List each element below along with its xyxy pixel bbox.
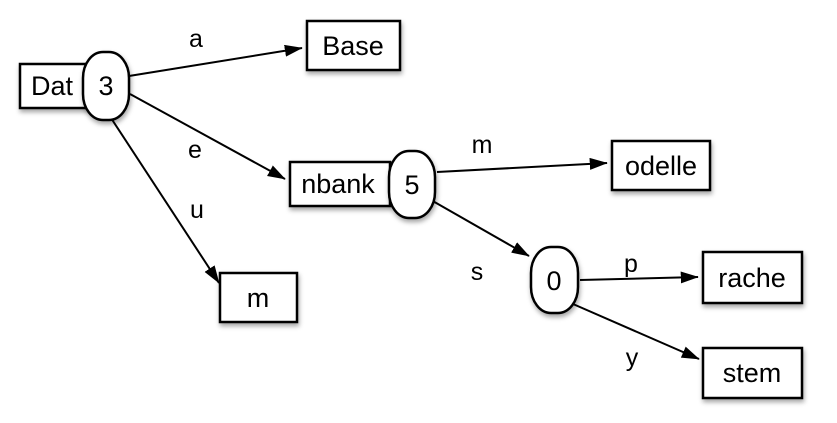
node-snode-id: 0 — [546, 266, 561, 296]
node-base-box — [305, 19, 402, 72]
edge-p: p — [579, 250, 699, 284]
edge-e-label: e — [188, 136, 202, 164]
edge-s-arrow — [430, 199, 530, 257]
edge-m-arrow — [436, 157, 608, 173]
edge-s: s — [430, 199, 530, 286]
node-stem: stem — [701, 346, 804, 400]
node-odelle-box — [610, 139, 712, 192]
node-snode: 0 — [529, 245, 580, 315]
node-nbank-box-label: nbank — [301, 169, 375, 199]
node-um: m — [218, 271, 299, 324]
node-root-box-label: Dat — [31, 71, 74, 101]
node-root: Dat 3 — [18, 50, 131, 122]
node-root-ellipse — [81, 50, 131, 122]
node-base: Base — [305, 19, 402, 72]
edge-y: y — [572, 303, 700, 372]
node-nbank-id: 5 — [404, 170, 419, 200]
node-root-id: 3 — [98, 71, 113, 101]
node-um-label: m — [247, 283, 270, 313]
node-rache-box — [701, 250, 804, 305]
edge-m: m — [436, 131, 608, 173]
node-odelle: odelle — [610, 139, 712, 192]
node-nbank-box — [288, 160, 392, 208]
node-rache-label: rache — [718, 263, 786, 293]
node-nbank: nbank 5 — [288, 149, 437, 220]
node-um-box — [218, 271, 299, 324]
edge-a-arrow — [128, 44, 303, 77]
edge-e: e — [129, 93, 286, 180]
edge-e-arrow — [129, 93, 286, 180]
node-stem-label: stem — [723, 358, 782, 388]
node-base-label: Base — [322, 31, 384, 61]
edge-p-arrow — [579, 271, 699, 284]
edge-y-arrow — [572, 303, 700, 360]
edge-s-label: s — [471, 258, 484, 286]
edge-u-arrow — [110, 117, 220, 284]
edge-a: a — [128, 25, 303, 77]
node-odelle-label: odelle — [625, 151, 697, 181]
edge-y-label: y — [626, 344, 639, 372]
node-rache: rache — [701, 250, 804, 305]
node-nbank-ellipse — [387, 149, 437, 220]
edge-m-label: m — [472, 131, 493, 159]
edge-u: u — [110, 117, 220, 284]
edge-p-label: p — [624, 250, 638, 278]
edge-u-label: u — [190, 196, 204, 224]
node-snode-ellipse — [529, 245, 580, 315]
edge-a-label: a — [189, 25, 203, 53]
node-stem-box — [701, 346, 804, 400]
